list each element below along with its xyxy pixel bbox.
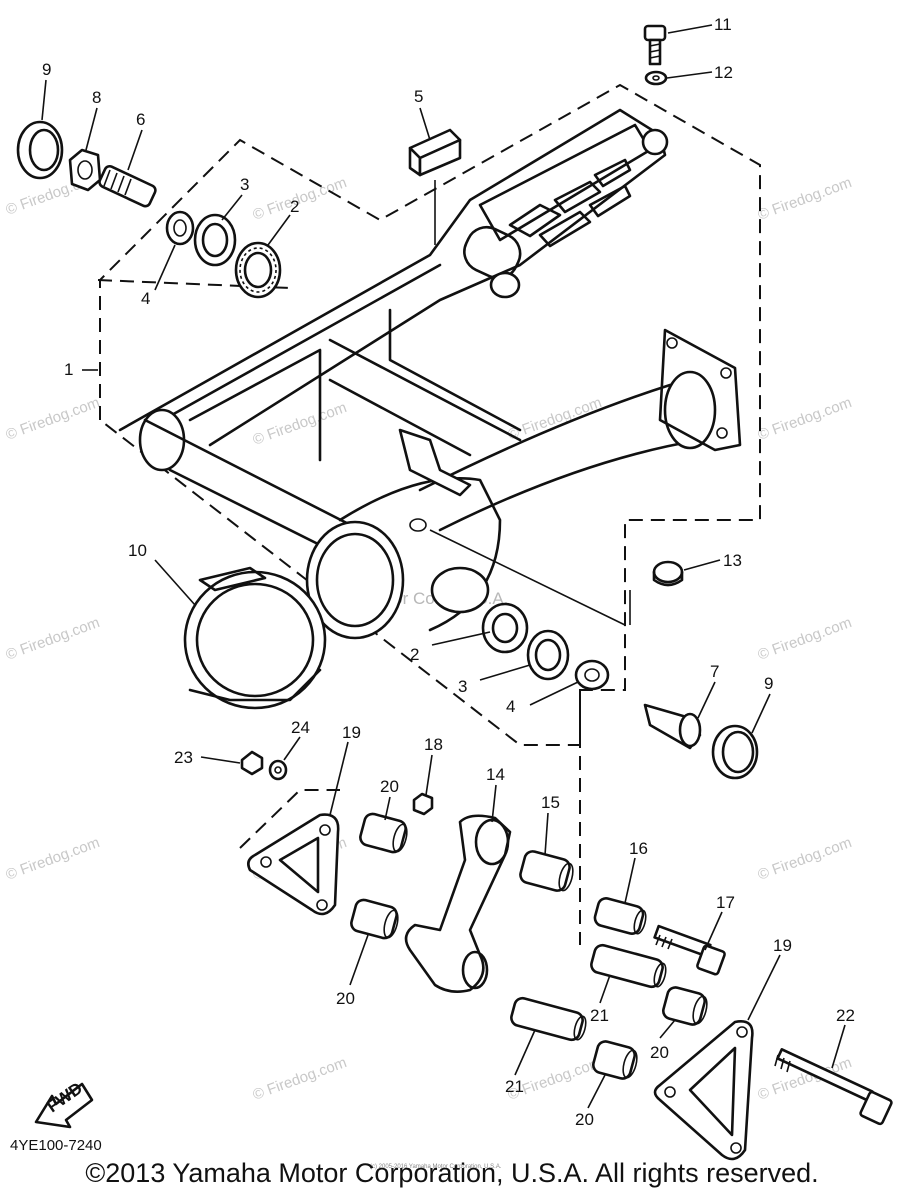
watermark-text: © Firedog.com <box>4 394 102 444</box>
callout-21: 21 <box>505 1077 524 1096</box>
callout-17: 17 <box>716 893 735 912</box>
ring-part-10 <box>183 566 327 710</box>
small-notice: (c) 2005-2016 Yamaha Motor Corporation, … <box>370 1164 502 1170</box>
collar-part-4-right <box>574 659 610 691</box>
washer-part-12 <box>644 70 668 86</box>
bushing-part-15 <box>519 850 574 892</box>
callout-13: 13 <box>723 551 742 570</box>
callout-20: 20 <box>575 1110 594 1129</box>
bearing-part-2 <box>234 241 282 299</box>
callout-9: 9 <box>42 60 51 79</box>
nut-part-23 <box>240 750 264 776</box>
callout-4-right: 4 <box>506 697 515 716</box>
callout-20: 20 <box>650 1043 669 1062</box>
swingarm <box>118 108 742 640</box>
sleeve-part-21 <box>590 943 667 989</box>
callout-1: 1 <box>64 360 73 379</box>
callout-7: 7 <box>710 662 719 681</box>
nut-part-18 <box>412 792 434 816</box>
callout-6: 6 <box>136 110 145 129</box>
callout-14: 14 <box>486 765 505 784</box>
block-part-5 <box>408 128 462 177</box>
cap-part-13 <box>652 560 684 587</box>
watermark-text: © Firedog.com <box>756 834 854 884</box>
callout-5: 5 <box>414 87 423 106</box>
callout-23: 23 <box>174 748 193 767</box>
callout-8: 8 <box>92 88 101 107</box>
assembly-boundary <box>97 83 761 945</box>
watermark-text: © Firedog.com <box>251 1054 349 1104</box>
callout-2-right: 2 <box>410 645 419 664</box>
bushing-part-20 <box>359 812 408 854</box>
bolt-part-17 <box>653 924 726 976</box>
collar-part-4 <box>165 210 195 246</box>
plate-part-19-left <box>247 813 340 916</box>
nut-part-8 <box>68 148 102 192</box>
bolt-part-22 <box>774 1048 893 1126</box>
washer-part-24 <box>268 759 288 781</box>
seal-part-3 <box>193 213 237 267</box>
callout-19-left: 19 <box>342 723 361 742</box>
watermark-text: © Firedog.com <box>756 174 854 224</box>
callout-3: 3 <box>240 175 249 194</box>
pivot-bolt-part-7 <box>643 703 702 750</box>
bushing-part-20 <box>662 986 708 1026</box>
fwd-arrow-icon: FWD <box>34 1079 94 1129</box>
plate-part-19-right <box>653 1020 754 1161</box>
seal-part-3-right <box>526 629 570 681</box>
watermark-text: © Firedog.com <box>756 394 854 444</box>
seal-part-9 <box>16 120 64 180</box>
callout-19-right: 19 <box>773 936 792 955</box>
sleeve-part-16 <box>593 897 647 935</box>
bolt-part-11 <box>643 24 667 66</box>
callout-3-right: 3 <box>458 677 467 696</box>
watermark-text: © Firedog.com <box>251 174 349 224</box>
leader-lines <box>41 24 846 1109</box>
callout-2: 2 <box>290 197 299 216</box>
watermark-text: © Firedog.com <box>251 399 349 449</box>
watermark-text: © Firedog.com <box>4 614 102 664</box>
cap-part-9-right <box>711 724 759 780</box>
callout-11: 11 <box>714 15 732 34</box>
bearing-part-2-right <box>481 602 529 654</box>
callout-9-right: 9 <box>764 674 773 693</box>
link-arm-part-14 <box>404 814 512 993</box>
callout-20: 20 <box>380 777 399 796</box>
sleeve-part-21 <box>510 996 587 1042</box>
callout-20: 20 <box>336 989 355 1008</box>
copyright-footer: ©2013 Yamaha Motor Corporation, U.S.A. A… <box>85 1158 819 1188</box>
callout-21: 21 <box>590 1006 609 1025</box>
callout-4: 4 <box>141 289 150 308</box>
diagram-code: 4YE100-7240 <box>10 1137 102 1154</box>
callout-numbers: 9 8 6 4 3 2 5 1 11 12 13 10 2 3 4 7 9 23… <box>42 15 855 1129</box>
bushing-part-20 <box>592 1040 638 1080</box>
callout-24: 24 <box>291 718 310 737</box>
watermark-text: © Firedog.com <box>506 394 604 444</box>
watermark-text: © Firedog.com <box>4 834 102 884</box>
callout-12: 12 <box>714 63 733 82</box>
callout-15: 15 <box>541 793 560 812</box>
callout-18: 18 <box>424 735 443 754</box>
bushing-part-20 <box>350 898 399 940</box>
watermark-text: © Firedog.com <box>756 614 854 664</box>
callout-10: 10 <box>128 541 147 560</box>
pivot-bolt-part-6 <box>98 164 157 208</box>
callout-16: 16 <box>629 839 648 858</box>
callout-22: 22 <box>836 1006 855 1025</box>
